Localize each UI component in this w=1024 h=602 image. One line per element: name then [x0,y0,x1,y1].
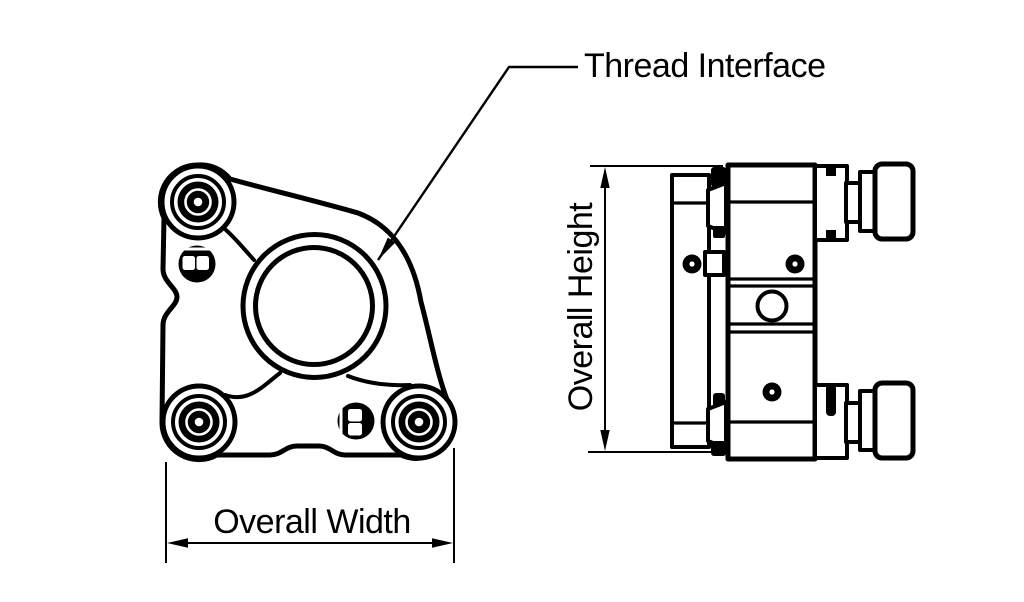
side-body-section-lines [727,200,816,424]
side-spring-hole [755,289,789,323]
height-dimension: Overall Height [562,165,723,453]
side-mid-clamp [703,250,726,277]
thread-interface-leader-line [377,65,578,261]
side-bottom-adjuster [813,380,916,461]
side-front-plate [670,173,711,449]
side-top-adjuster-knob [872,161,916,242]
front-pocket-contour [223,228,412,400]
side-body-screw-dot-top-center [792,261,798,267]
side-plate-screw-dot-center [689,261,695,267]
thread-interface-label: Thread Interface [584,47,825,85]
thread-interface-callout: Thread Interface [377,47,826,261]
width-arrow-left-icon [167,538,188,548]
height-arrow-top-icon [600,167,610,188]
side-body-screw-dot-bottom-center [769,389,775,395]
side-view [670,161,916,462]
overall-width-label: Overall Width [213,503,411,541]
width-dimension: Overall Width [165,448,455,563]
thread-interface-arrow-icon [378,237,396,260]
adjuster-knob-front-top-left [162,166,234,238]
height-arrow-bottom-icon [600,430,610,451]
adjuster-knob-front-bottom-right [383,386,455,458]
adjuster-knob-front-bottom-left [163,386,235,458]
lock-screw-bottom-icon [337,402,375,440]
width-arrow-right-icon [432,538,453,548]
lock-screw-left-icon [178,245,216,283]
front-view [157,162,455,463]
aperture-bore-circle [253,245,375,367]
side-top-adjuster [813,161,916,242]
thread-aperture [240,232,389,380]
overall-height-label: Overall Height [562,202,600,411]
side-bottom-adjuster-knob [872,380,916,461]
